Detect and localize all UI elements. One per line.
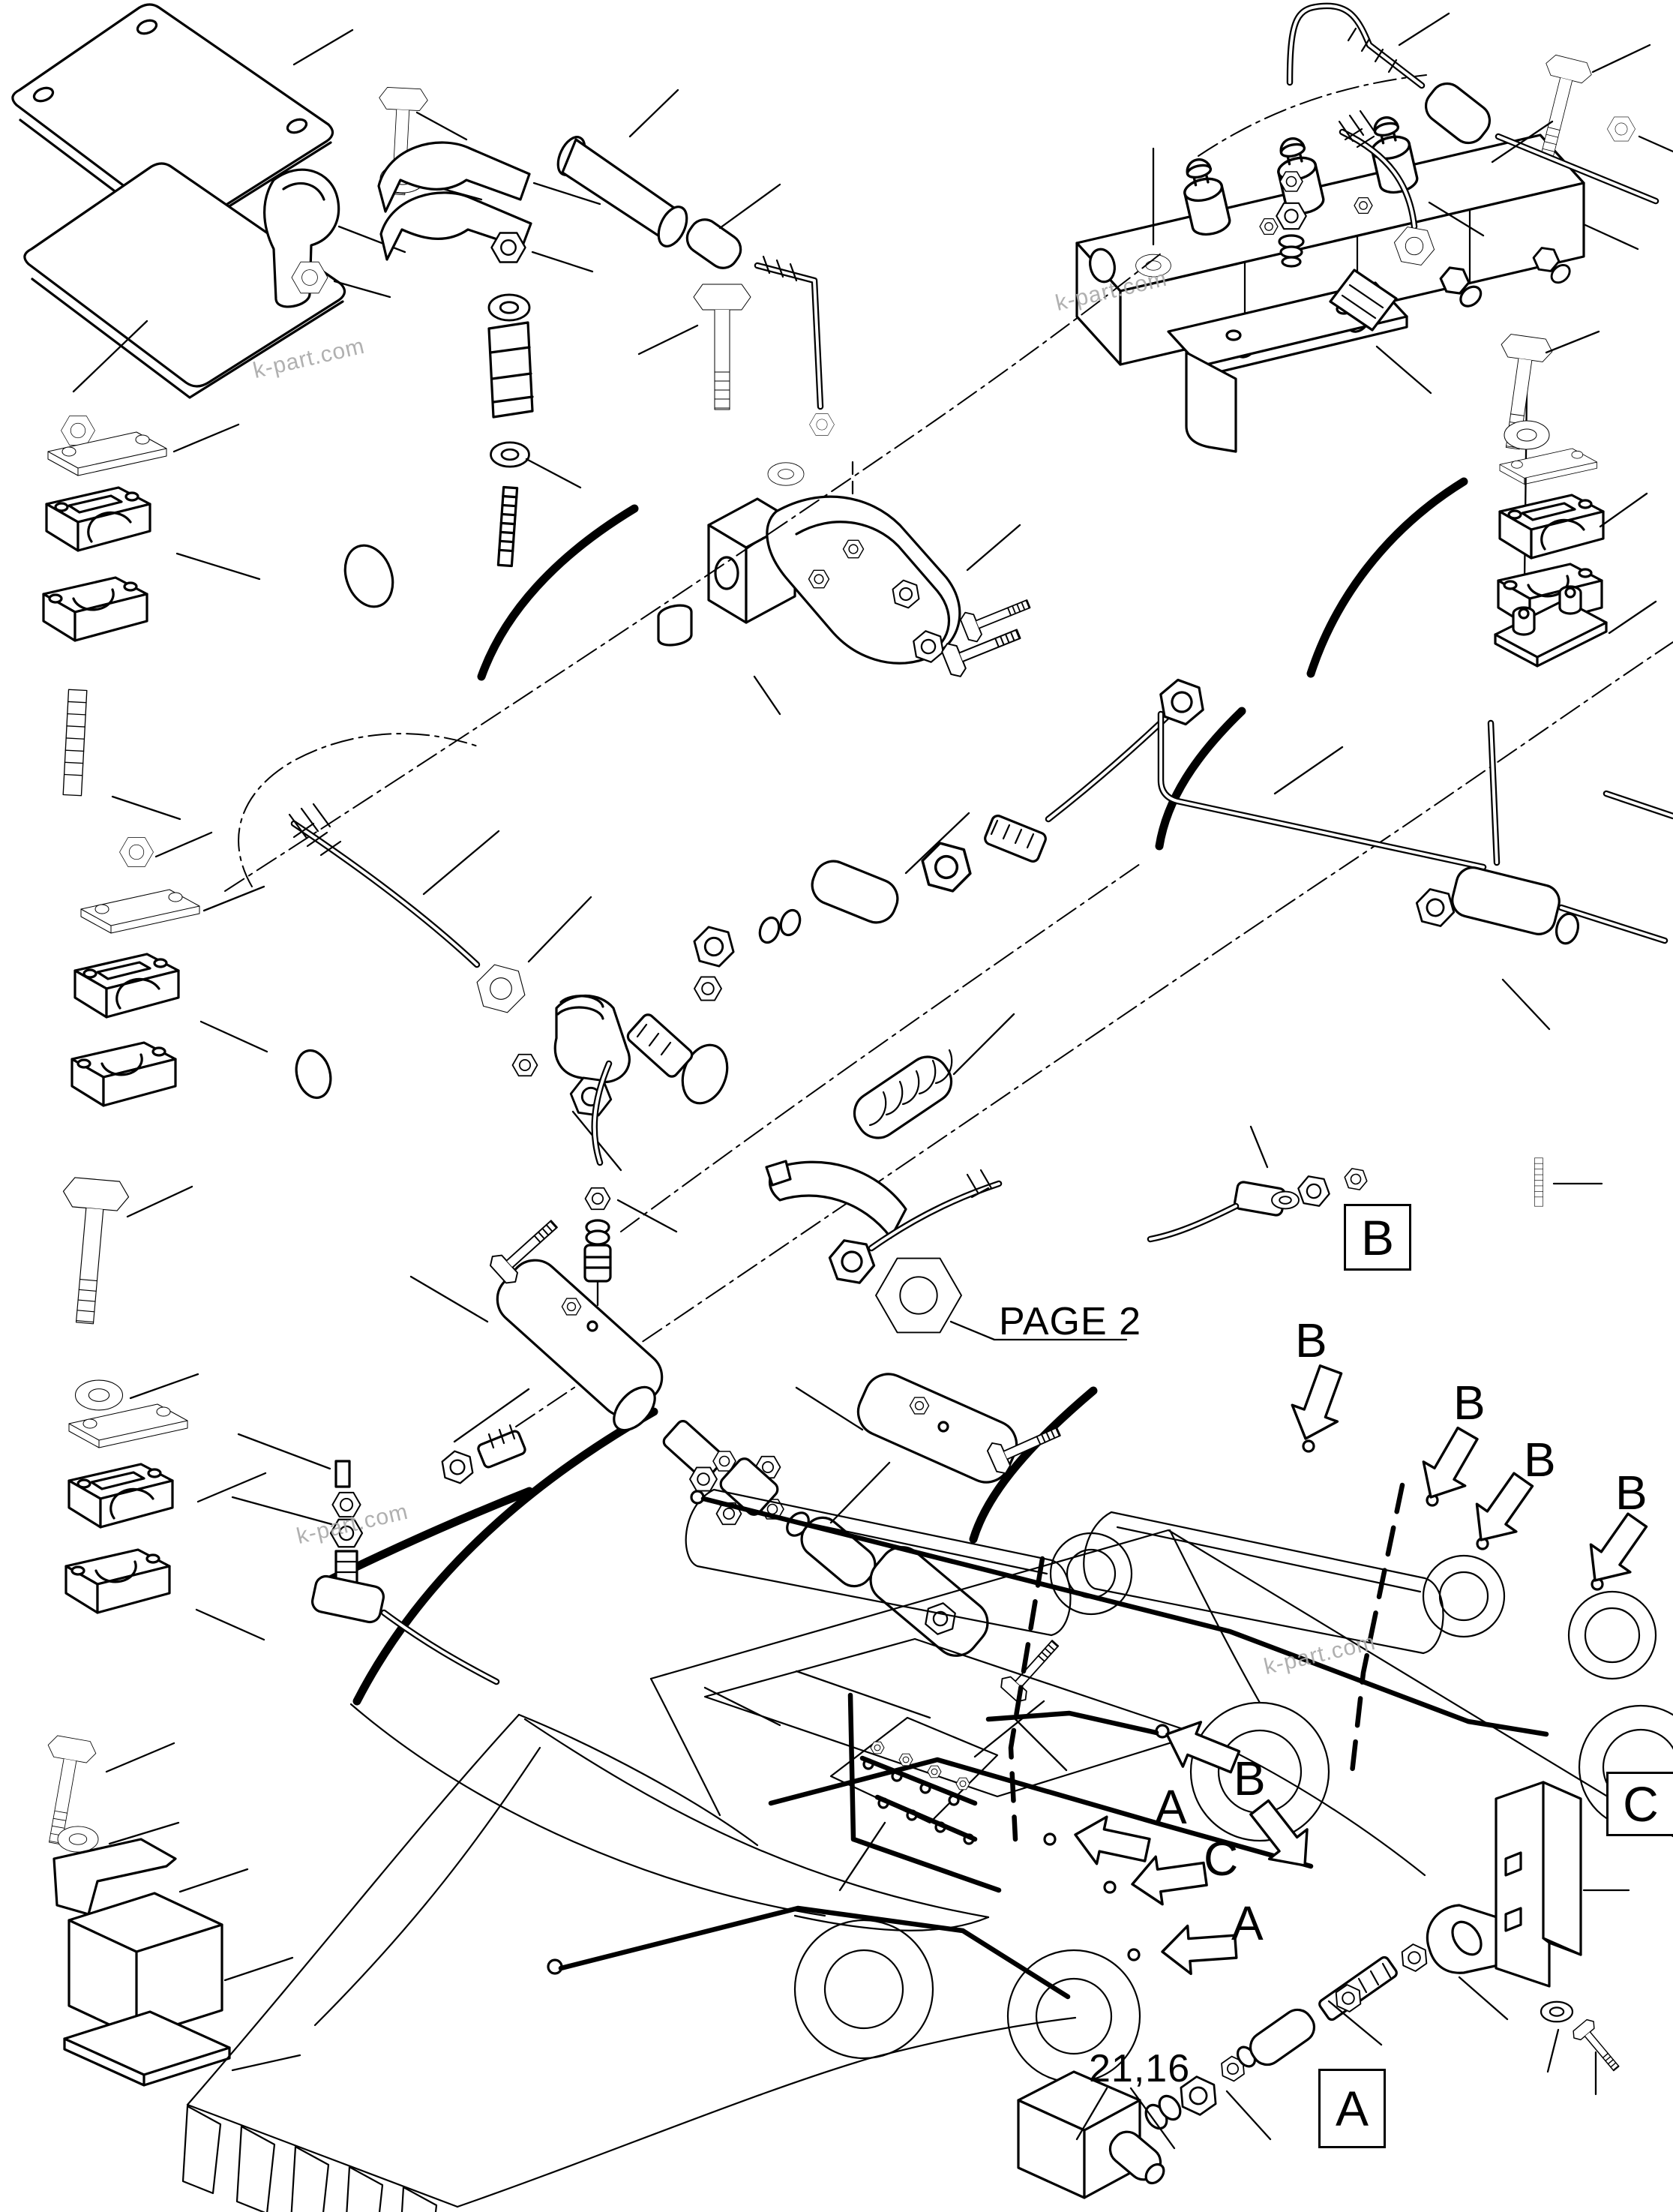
callout-b1: B [1295,1313,1327,1367]
spring-guard [853,1013,1015,1139]
bottom-fitting-chain [1075,1904,1516,2150]
plug-cube [1017,2070,1165,2199]
bottom-left-hardware [31,1733,301,2087]
callout-a1: A [1155,1780,1187,1834]
excavator-outline [349,1529,1673,2084]
valve-block-washer [767,462,805,486]
detail-arrow-b5-up [1156,1710,1246,1786]
manifold-fasteners [1523,44,1673,165]
tube-and-fitting [556,89,781,269]
hydraulic-cylinder-2 [1083,1511,1657,1680]
leader-lines-top-left [72,29,483,393]
detail-arrow-a2 [1159,1921,1239,1977]
bucket [186,1713,1077,2208]
manifold-washer [1135,147,1171,278]
bucket-teeth [181,2105,438,2212]
ball-valve-lever [765,1160,907,1239]
coupler-fitting-cluster [703,1670,1045,1892]
braided-hose-mid [825,1169,1003,1286]
detail-arrow-b2 [1408,1420,1490,1511]
callout-a2: A [1231,1896,1264,1950]
grease-ports [1043,1439,1604,1961]
part-ref-label: 21,16 [1089,2047,1191,2090]
installed-piping [547,1482,1549,2000]
inline-valve-2 [795,1373,1066,1484]
page-ref-nut [875,1257,1128,1341]
corner-small-fitting [1276,171,1307,268]
callout-b2: B [1453,1376,1486,1430]
valve-block [657,495,1036,716]
mounting-bracket [263,168,340,308]
inline-valve-1 [409,1210,664,1443]
upper-fitting-column [583,976,722,1307]
page-ref-label: PAGE 2 [999,1300,1142,1343]
pipe-clamp-stack-left-3 [51,1176,267,1641]
boxed-label-a: A [1318,2069,1386,2148]
cross-fitting [662,1419,784,1526]
valve-block-bolt [637,284,751,410]
right-angle-pipes [1157,710,1673,944]
tee-fitting-right [1273,746,1580,1031]
corner-pipe-assembly [1198,2,1660,205]
callout-b3: B [1524,1433,1556,1487]
elbow-tee-fitting-left [511,994,631,1172]
bracket-c [1495,1781,1630,2096]
callout-b4: B [1615,1466,1648,1520]
pipe-clamp-stack-left-2 [70,831,268,1107]
hose-clamp-kit [377,141,601,568]
b-detail-stud [1534,1157,1603,1207]
elbow-pipe-centre [754,255,835,436]
lower-fitting-chain [786,1461,1068,1772]
tee-assembly-left [231,1424,526,1685]
braided-hose-left [288,544,729,1105]
phantom-chain-lines [224,253,1673,1427]
fitting-chain-right [688,674,1211,971]
pipe-clamp-stack-left-1 [42,416,261,821]
b-detail-hose-fitting [1147,1125,1369,1243]
boxed-label-c: C [1606,1772,1673,1836]
corner-braided-hose [1329,110,1485,332]
cover-plate-assembly [11,3,346,399]
boxed-label-b: B [1344,1204,1411,1271]
pipe-clamp-stack-right [1486,330,1657,668]
callout-b5: B [1234,1751,1266,1805]
detail-arrow-b1 [1282,1360,1355,1448]
callout-c1: C [1204,1832,1239,1886]
